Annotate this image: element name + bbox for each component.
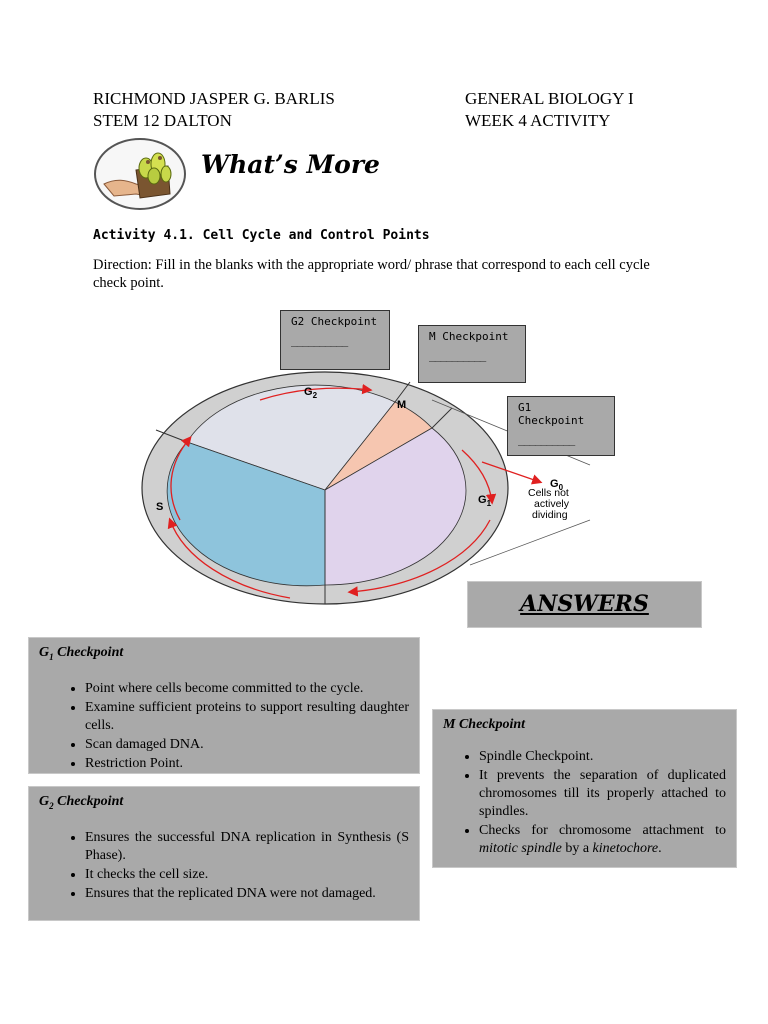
arrow-g1 (461, 449, 497, 505)
list-item: Examine sufficient proteins to support r… (85, 699, 409, 735)
g1-checkpoint-blank[interactable]: __________ (518, 433, 575, 446)
m-checkpoint-box: M Checkpoint __________ (418, 325, 526, 383)
g0-note-1: Cells not (528, 487, 569, 499)
list-item: Restriction Point. (85, 755, 409, 773)
arrow-s (170, 436, 192, 521)
g2-checkpoint-box: G2 Checkpoint __________ (280, 310, 390, 370)
g0-note-3: dividing (532, 509, 568, 521)
activity-title: Activity 4.1. Cell Cycle and Control Poi… (93, 228, 430, 243)
hand-with-plants-icon (94, 138, 186, 210)
s-sector (166, 441, 326, 587)
arrow-bottom-left (167, 517, 291, 599)
m-checkpoint-blank[interactable]: __________ (429, 349, 486, 362)
g1-leader-bottom (469, 519, 591, 566)
g2-panel-title: G2 Checkpoint (39, 794, 124, 811)
label-g2: G2 (304, 386, 318, 400)
section-title: What’s More (201, 150, 380, 179)
arrow-to-g0 (481, 461, 543, 485)
m-answer-panel: M Checkpoint Spindle Checkpoint. It prev… (432, 709, 737, 868)
divider-g2-m (394, 381, 411, 403)
m-checkpoint-box-label: M Checkpoint (429, 330, 509, 343)
g1-answer-panel: G1 Checkpoint Point where cells become c… (28, 637, 420, 774)
g1-list: Point where cells become committed to th… (39, 680, 409, 773)
label-m: M (397, 399, 406, 411)
arrow-g2 (259, 383, 373, 401)
student-name: RICHMOND JASPER G. BARLIS (93, 89, 335, 108)
g1-sector (324, 427, 467, 586)
label-s: S (156, 501, 163, 513)
g0-note-2: actively (534, 498, 570, 510)
direction-text: Direction: Fill in the blanks with the a… (93, 257, 650, 291)
g2-answer-panel: G2 Checkpoint Ensures the successful DNA… (28, 786, 420, 921)
student-section: STEM 12 DALTON (93, 111, 232, 130)
list-item: Scan damaged DNA. (85, 736, 409, 754)
g2-checkpoint-box-label: G2 Checkpoint (291, 315, 378, 328)
g1-panel-title: G1 Checkpoint (39, 645, 124, 662)
week-label: WEEK 4 ACTIVITY (465, 111, 611, 130)
list-item: Ensures that the replicated DNA were not… (85, 885, 409, 903)
list-item: Ensures the successful DNA replication i… (85, 829, 409, 865)
arrow-bottom-right (347, 519, 491, 597)
list-item: It checks the cell size. (85, 866, 409, 884)
label-g0: G0 (550, 478, 564, 492)
g2-checkpoint-blank[interactable]: __________ (291, 334, 348, 347)
answers-banner: ANSWERS (467, 581, 702, 628)
m-panel-title: M Checkpoint (443, 717, 526, 732)
list-item: Checks for chromosome attachment to mito… (479, 822, 726, 858)
list-item: It prevents the separation of duplicated… (479, 767, 726, 821)
list-item: Point where cells become committed to th… (85, 680, 409, 698)
g1-checkpoint-box: G1 Checkpoint __________ (507, 396, 615, 456)
divider-m-g1 (431, 407, 453, 429)
label-g1: G1 (478, 494, 492, 508)
subject-label: GENERAL BIOLOGY I (465, 89, 634, 108)
list-item: Spindle Checkpoint. (479, 748, 726, 766)
g1-checkpoint-box-label: G1 Checkpoint (518, 401, 585, 427)
m-list: Spindle Checkpoint. It prevents the sepa… (443, 748, 726, 858)
g2-list: Ensures the successful DNA replication i… (39, 829, 409, 903)
